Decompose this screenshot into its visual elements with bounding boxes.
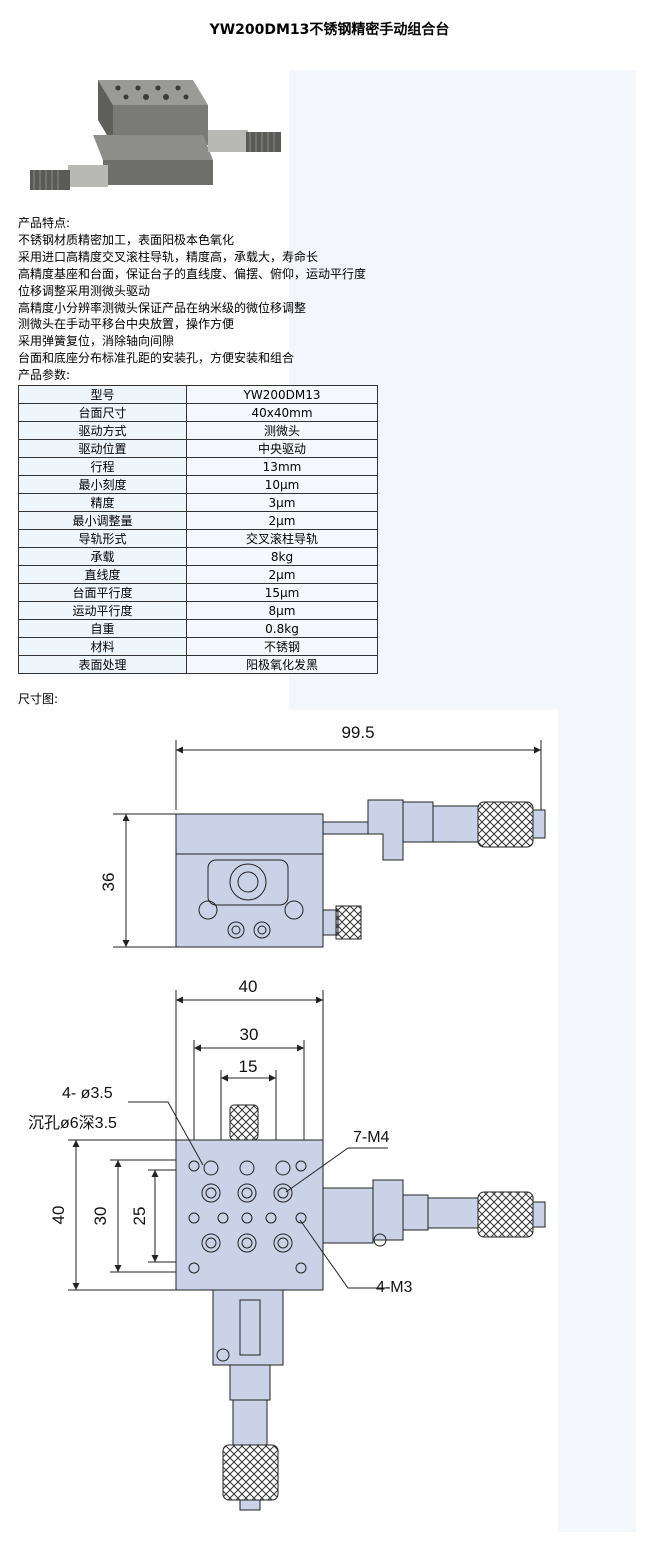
param-key: 直线度 <box>18 565 187 584</box>
param-key: 驱动位置 <box>18 439 187 458</box>
features-heading: 产品特点: <box>18 216 71 230</box>
feature-item: 采用进口高精度交叉滚柱导轨，精度高，承载大，寿命长 <box>18 249 319 264</box>
param-value: 13mm <box>186 457 378 476</box>
param-key: 表面处理 <box>18 655 187 674</box>
param-value: 3μm <box>186 493 378 512</box>
param-key: 自重 <box>18 619 187 638</box>
param-row: 材料不锈钢 <box>18 637 378 656</box>
feature-item: 高精度小分辨率测微头保证产品在纳米级的微位移调整 <box>18 300 307 315</box>
param-value: 中央驱动 <box>186 439 378 458</box>
param-key: 承载 <box>18 547 187 566</box>
drawing-heading: 尺寸图: <box>18 692 59 706</box>
dim-total-width: 99.5 <box>341 723 374 742</box>
param-key: 运动平行度 <box>18 601 187 620</box>
param-key: 台面尺寸 <box>18 403 187 422</box>
param-value: 交叉滚柱导轨 <box>186 529 378 548</box>
features-section: 产品特点: 不锈钢材质精密加工，表面阳极本色氧化 采用进口高精度交叉滚柱导轨，精… <box>18 215 366 384</box>
param-key: 材料 <box>18 637 187 656</box>
param-row: 驱动方式测微头 <box>18 421 378 440</box>
param-key: 驱动方式 <box>18 421 187 440</box>
param-key: 行程 <box>18 457 187 476</box>
product-photo <box>18 70 288 212</box>
dim-top-40: 40 <box>239 977 258 996</box>
dim-top-30: 30 <box>240 1025 259 1044</box>
param-value: 测微头 <box>186 421 378 440</box>
param-value: 0.8kg <box>186 619 378 638</box>
param-value: YW200DM13 <box>186 385 378 404</box>
note-holes: 4- ø3.5 <box>62 1085 113 1102</box>
dimension-drawing: 99.5 36 40 30 15 40 30 25 4- ø3.5 沉孔ø6深3… <box>18 710 558 1532</box>
param-value: 8kg <box>186 547 378 566</box>
param-key: 导轨形式 <box>18 529 187 548</box>
page-title: YW200DM13不锈钢精密手动组合台 <box>209 22 450 38</box>
param-value: 阳极氧化发黑 <box>186 655 378 674</box>
dim-top-15: 15 <box>239 1057 258 1076</box>
background-panel-lower <box>558 710 636 1532</box>
feature-item: 测微头在手动平移台中央放置，操作方便 <box>18 317 235 332</box>
param-value: 40x40mm <box>186 403 378 422</box>
note-m3: 4-M3 <box>376 1279 413 1296</box>
dim-left-40: 40 <box>49 1206 68 1225</box>
feature-item: 采用弹簧复位，消除轴向间隙 <box>18 334 175 349</box>
param-key: 精度 <box>18 493 187 512</box>
param-key: 最小调整量 <box>18 511 187 530</box>
dim-left-30: 30 <box>91 1207 110 1226</box>
feature-item: 位移调整采用测微头驱动 <box>18 283 151 298</box>
feature-item: 台面和底座分布标准孔距的安装孔，方便安装和组合 <box>18 351 295 366</box>
note-m4: 7-M4 <box>353 1129 390 1146</box>
param-value: 15μm <box>186 583 378 602</box>
param-row: 驱动位置中央驱动 <box>18 439 378 458</box>
param-key: 台面平行度 <box>18 583 187 602</box>
param-value: 10μm <box>186 475 378 494</box>
param-value: 2μm <box>186 565 378 584</box>
param-value: 不锈钢 <box>186 637 378 656</box>
param-value: 2μm <box>186 511 378 530</box>
dim-left-25: 25 <box>130 1207 149 1226</box>
param-key: 最小刻度 <box>18 475 187 494</box>
feature-item: 高精度基座和台面，保证台子的直线度、偏摆、俯仰，运动平行度 <box>18 266 367 281</box>
dim-height: 36 <box>99 873 118 892</box>
param-row: 导轨形式交叉滚柱导轨 <box>18 529 378 548</box>
params-heading: 产品参数: <box>18 368 71 383</box>
param-key: 型号 <box>18 385 187 404</box>
feature-item: 不锈钢材质精密加工，表面阳极本色氧化 <box>18 232 235 247</box>
param-value: 8μm <box>186 601 378 620</box>
param-row: 表面处理阳极氧化发黑 <box>18 655 378 674</box>
note-counterbore: 沉孔ø6深3.5 <box>28 1114 117 1132</box>
